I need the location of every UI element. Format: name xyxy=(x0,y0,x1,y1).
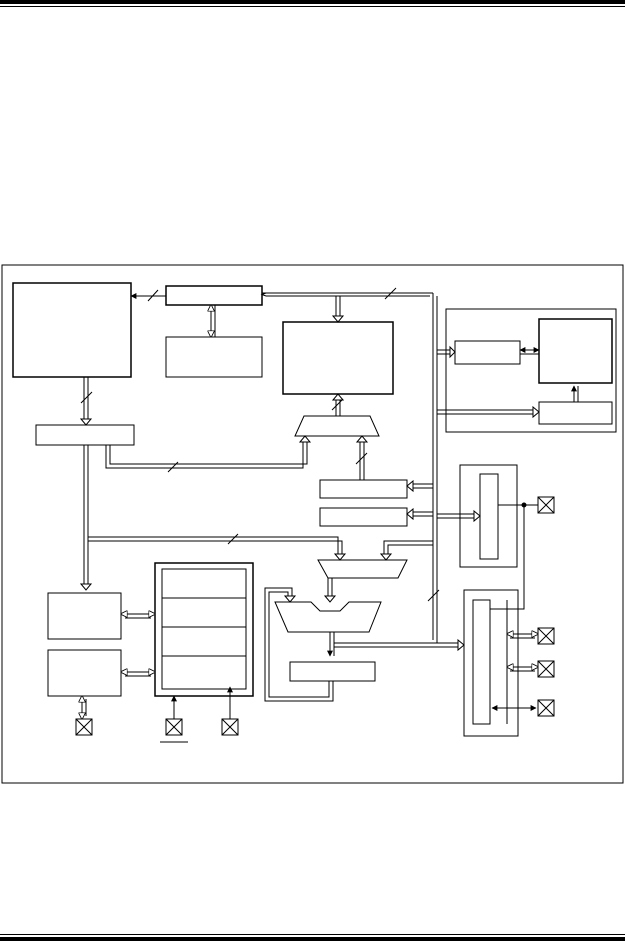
alu-mux xyxy=(317,559,408,579)
peripheral-block-a xyxy=(454,340,521,365)
bus-progmem-ir xyxy=(79,377,93,426)
peripheral-block-c xyxy=(538,401,613,425)
link-osc-pin xyxy=(82,696,87,719)
stack-block xyxy=(165,336,263,378)
bus-w-feedback xyxy=(264,587,334,702)
diagram-frame xyxy=(1,264,624,784)
portb-inner-lines xyxy=(489,600,508,724)
bus-data-ram xyxy=(331,296,345,323)
bus-progmem-pc xyxy=(130,289,166,302)
peripheral-block-b xyxy=(538,318,613,384)
timing-generation-block xyxy=(47,592,122,640)
bus-alu-w xyxy=(327,632,335,657)
fsr-register-block xyxy=(319,479,408,499)
pin-icon-rb2 xyxy=(537,660,555,678)
portb-register xyxy=(472,599,491,725)
link-periph-a-b xyxy=(519,347,540,355)
bus-top-data xyxy=(260,287,433,300)
bus-ir-literal xyxy=(79,445,347,591)
pin-icon-mclr xyxy=(165,718,183,736)
address-mux xyxy=(294,415,380,437)
decode-block-4 xyxy=(161,655,247,690)
link-timing-decode xyxy=(121,614,155,619)
oscillator-block xyxy=(47,649,122,697)
bus-alumux-alu xyxy=(323,578,337,603)
decode-block-3 xyxy=(161,626,247,657)
decode-block-2 xyxy=(161,597,247,628)
pin-icon-rb3 xyxy=(537,699,555,717)
program-memory-block xyxy=(12,282,132,378)
bus-alu-trunk xyxy=(334,589,465,652)
bus-trunk-status xyxy=(406,507,433,521)
program-counter-block xyxy=(165,285,263,306)
pin-icon-vdd xyxy=(221,718,239,736)
link-osc-decode xyxy=(121,672,155,677)
porta-register xyxy=(479,473,499,560)
pin-icon-porta xyxy=(537,496,555,514)
bus-trunk-periph-c xyxy=(437,405,540,419)
instruction-register-block xyxy=(35,424,135,446)
link-porta-portb xyxy=(490,505,525,610)
bus-trunk-fsr xyxy=(406,479,433,493)
pin-icon-rb1 xyxy=(537,627,555,645)
bus-mux-ram xyxy=(331,393,345,416)
pin-icon-osc xyxy=(75,718,93,736)
bus-trunk-alumux xyxy=(379,540,433,561)
status-register-block xyxy=(319,507,408,527)
bus-ir-mux-direct xyxy=(105,435,312,473)
header-rule xyxy=(0,0,625,7)
w-register-block xyxy=(289,661,376,682)
bus-data-trunk xyxy=(432,293,438,643)
bus-fsr-mux xyxy=(355,435,369,480)
portb-frame xyxy=(463,589,519,737)
bus-pc-stack xyxy=(211,305,216,337)
footer-rule xyxy=(0,934,625,941)
decode-block-1 xyxy=(161,568,247,599)
alu-block xyxy=(274,601,382,633)
bus-trunk-porta xyxy=(437,509,481,523)
link-portb-pin2 xyxy=(507,667,538,672)
link-portb-pin1 xyxy=(507,634,538,639)
ram-block xyxy=(282,321,394,395)
link-periph-c-b xyxy=(571,385,579,402)
bus-trunk-periph-a xyxy=(437,345,456,359)
